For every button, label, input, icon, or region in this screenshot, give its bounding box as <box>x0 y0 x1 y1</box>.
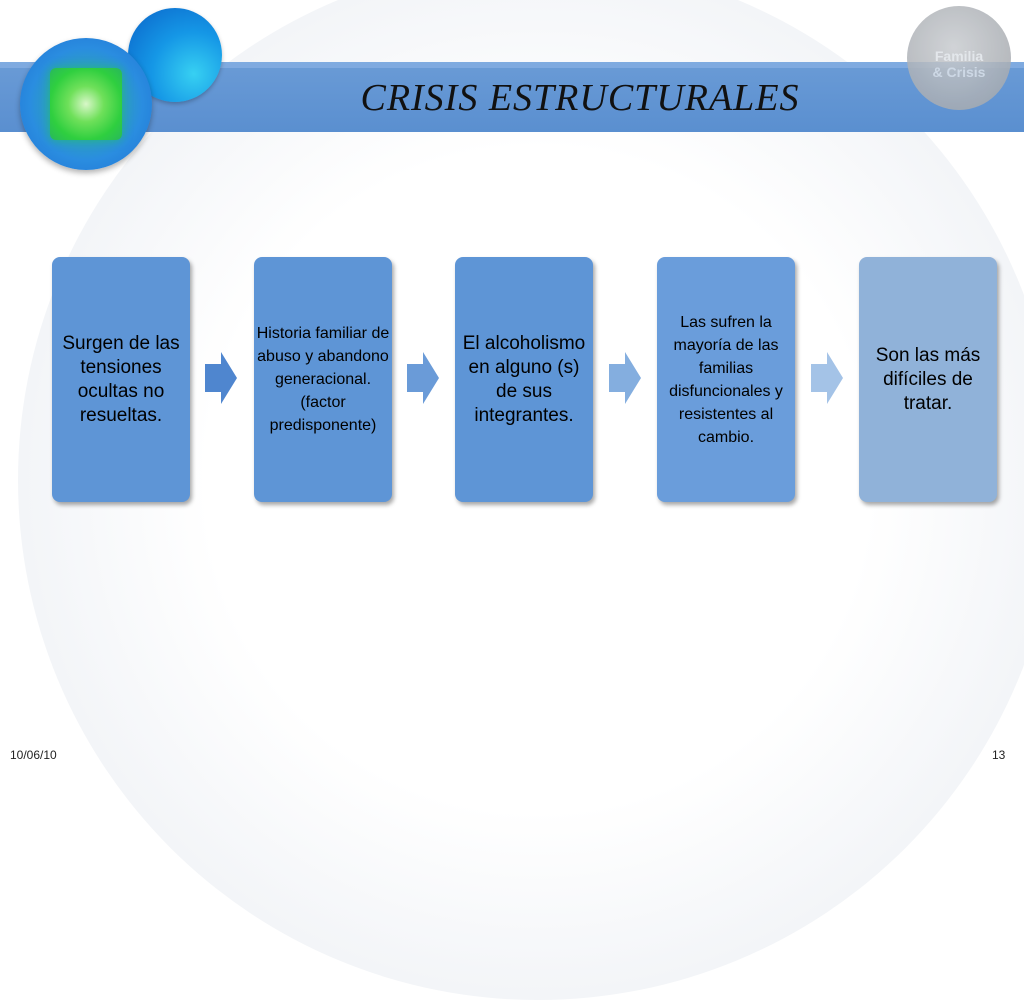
logo-line2: & Crisis <box>932 64 986 80</box>
title-band-highlight <box>0 62 1024 68</box>
step-box-1: Surgen de las tensiones ocultas no resue… <box>52 257 190 502</box>
decorative-main-orb <box>20 38 152 170</box>
decorative-green-square <box>50 68 122 140</box>
step-box-3: El alcoholismo en alguno (s) de sus inte… <box>455 257 593 502</box>
page-title: CRISIS ESTRUCTURALES <box>360 77 800 119</box>
step-text-4: Las sufren la mayoría de las familias di… <box>669 313 783 446</box>
familia-crisis-logo: Familia & Crisis <box>907 6 1011 110</box>
arrow-right-icon <box>205 352 237 404</box>
arrow-right-icon <box>811 352 843 404</box>
arrow-right-icon <box>609 352 641 404</box>
step-box-4: Las sufren la mayoría de las familias di… <box>657 257 795 502</box>
step-text-3: El alcoholismo en alguno (s) de sus inte… <box>462 332 586 426</box>
arrow-right-icon <box>407 352 439 404</box>
step-box-2: Historia familiar de abuso y abandono ge… <box>254 257 392 502</box>
arrow-shape-1 <box>205 352 237 404</box>
footer-date: 10/06/10 <box>10 748 57 762</box>
logo-line1: Familia <box>934 48 984 64</box>
step-box-5: Son las más difíciles de tratar. <box>859 257 997 502</box>
arrow-shape-2 <box>407 352 439 404</box>
logo-text: Familia & Crisis <box>907 48 1011 80</box>
step-text-2: Historia familiar de abuso y abandono ge… <box>256 325 390 434</box>
step-text-1: Surgen de las tensiones ocultas no resue… <box>62 332 180 426</box>
footer-page-number: 13 <box>992 748 1006 762</box>
arrow-shape-4 <box>811 352 843 404</box>
arrow-shape-3 <box>609 352 641 404</box>
step-text-5: Son las más difíciles de tratar. <box>875 344 981 414</box>
